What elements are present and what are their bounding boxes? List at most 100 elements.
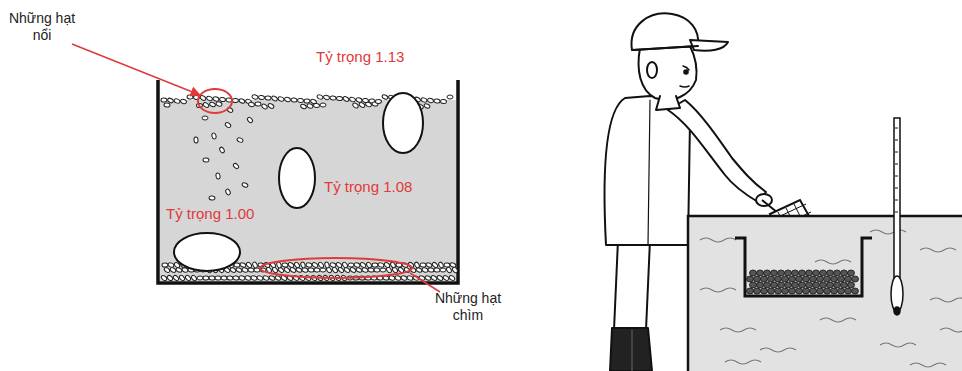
seed <box>267 103 274 109</box>
seed <box>757 282 764 288</box>
seed <box>256 275 263 281</box>
tank <box>688 216 962 371</box>
ripple <box>720 328 756 332</box>
seed <box>239 275 246 280</box>
seed <box>827 282 834 288</box>
seed <box>209 196 216 201</box>
leader-arrow <box>72 44 200 95</box>
seed <box>323 95 330 100</box>
seed <box>355 267 362 273</box>
seed <box>221 276 227 281</box>
seed <box>255 102 261 107</box>
seed <box>831 288 838 294</box>
seed <box>799 282 806 288</box>
seed <box>806 282 813 288</box>
water <box>688 216 962 371</box>
seed <box>430 275 437 281</box>
ripple <box>815 260 851 264</box>
seed <box>764 282 771 288</box>
seed <box>209 101 216 107</box>
ripple <box>700 238 736 242</box>
seed <box>242 267 249 273</box>
seed <box>233 275 240 280</box>
seed <box>757 270 764 276</box>
seed <box>372 263 378 267</box>
seed <box>449 262 456 268</box>
seed <box>232 163 239 170</box>
seed <box>448 275 455 282</box>
seed <box>442 275 449 282</box>
seed <box>434 268 440 273</box>
seed <box>203 276 209 280</box>
seed <box>335 262 342 269</box>
egg <box>279 148 315 208</box>
seed <box>438 261 444 268</box>
seed <box>428 267 435 272</box>
seed <box>401 275 408 281</box>
seed <box>750 282 757 288</box>
seed <box>251 275 258 281</box>
seed <box>178 274 185 281</box>
ripple <box>940 328 962 332</box>
seed <box>796 288 803 294</box>
seed <box>406 275 413 281</box>
seed <box>446 266 453 273</box>
seed <box>213 96 220 102</box>
seed <box>831 276 838 282</box>
seed <box>313 103 320 108</box>
seed <box>785 282 792 288</box>
seed <box>771 270 778 276</box>
seed <box>434 98 441 103</box>
seed <box>236 137 243 143</box>
seed <box>768 288 775 294</box>
seed <box>841 270 848 276</box>
seed <box>262 275 269 281</box>
seed <box>169 267 176 273</box>
leader-line <box>410 273 440 292</box>
seed <box>803 288 810 294</box>
seed <box>368 267 375 272</box>
seed <box>348 263 354 267</box>
ripple <box>880 343 916 347</box>
seed <box>750 270 757 276</box>
seed <box>197 276 203 280</box>
seed <box>161 98 167 102</box>
seed <box>318 261 325 268</box>
seed <box>167 97 174 103</box>
seed <box>362 267 369 273</box>
seed <box>827 270 834 276</box>
ripple <box>910 363 946 367</box>
seed <box>848 270 855 276</box>
ripple <box>725 360 761 364</box>
seed <box>306 262 313 267</box>
seed <box>265 96 271 100</box>
seed <box>389 275 396 280</box>
seed <box>175 267 182 273</box>
ripple <box>760 348 796 352</box>
seed <box>248 267 255 272</box>
seed <box>261 103 268 110</box>
seed <box>810 276 817 282</box>
seed <box>754 288 761 294</box>
ripple <box>820 318 856 322</box>
seed <box>838 276 845 282</box>
seed <box>224 122 231 129</box>
seed <box>424 275 431 281</box>
seeds <box>747 270 859 294</box>
seed <box>420 97 427 103</box>
seed <box>374 268 380 273</box>
seed <box>206 95 213 101</box>
seed <box>425 262 432 268</box>
seed <box>817 276 824 282</box>
seed <box>311 262 318 269</box>
annotation-label: Tỷ trọng 1.00 <box>166 205 286 223</box>
seed <box>785 270 792 276</box>
tank <box>158 80 458 283</box>
seed <box>789 288 796 294</box>
seed <box>330 262 337 267</box>
seed <box>810 288 817 294</box>
seed <box>817 288 824 294</box>
seed <box>245 261 252 268</box>
seed <box>252 94 259 99</box>
